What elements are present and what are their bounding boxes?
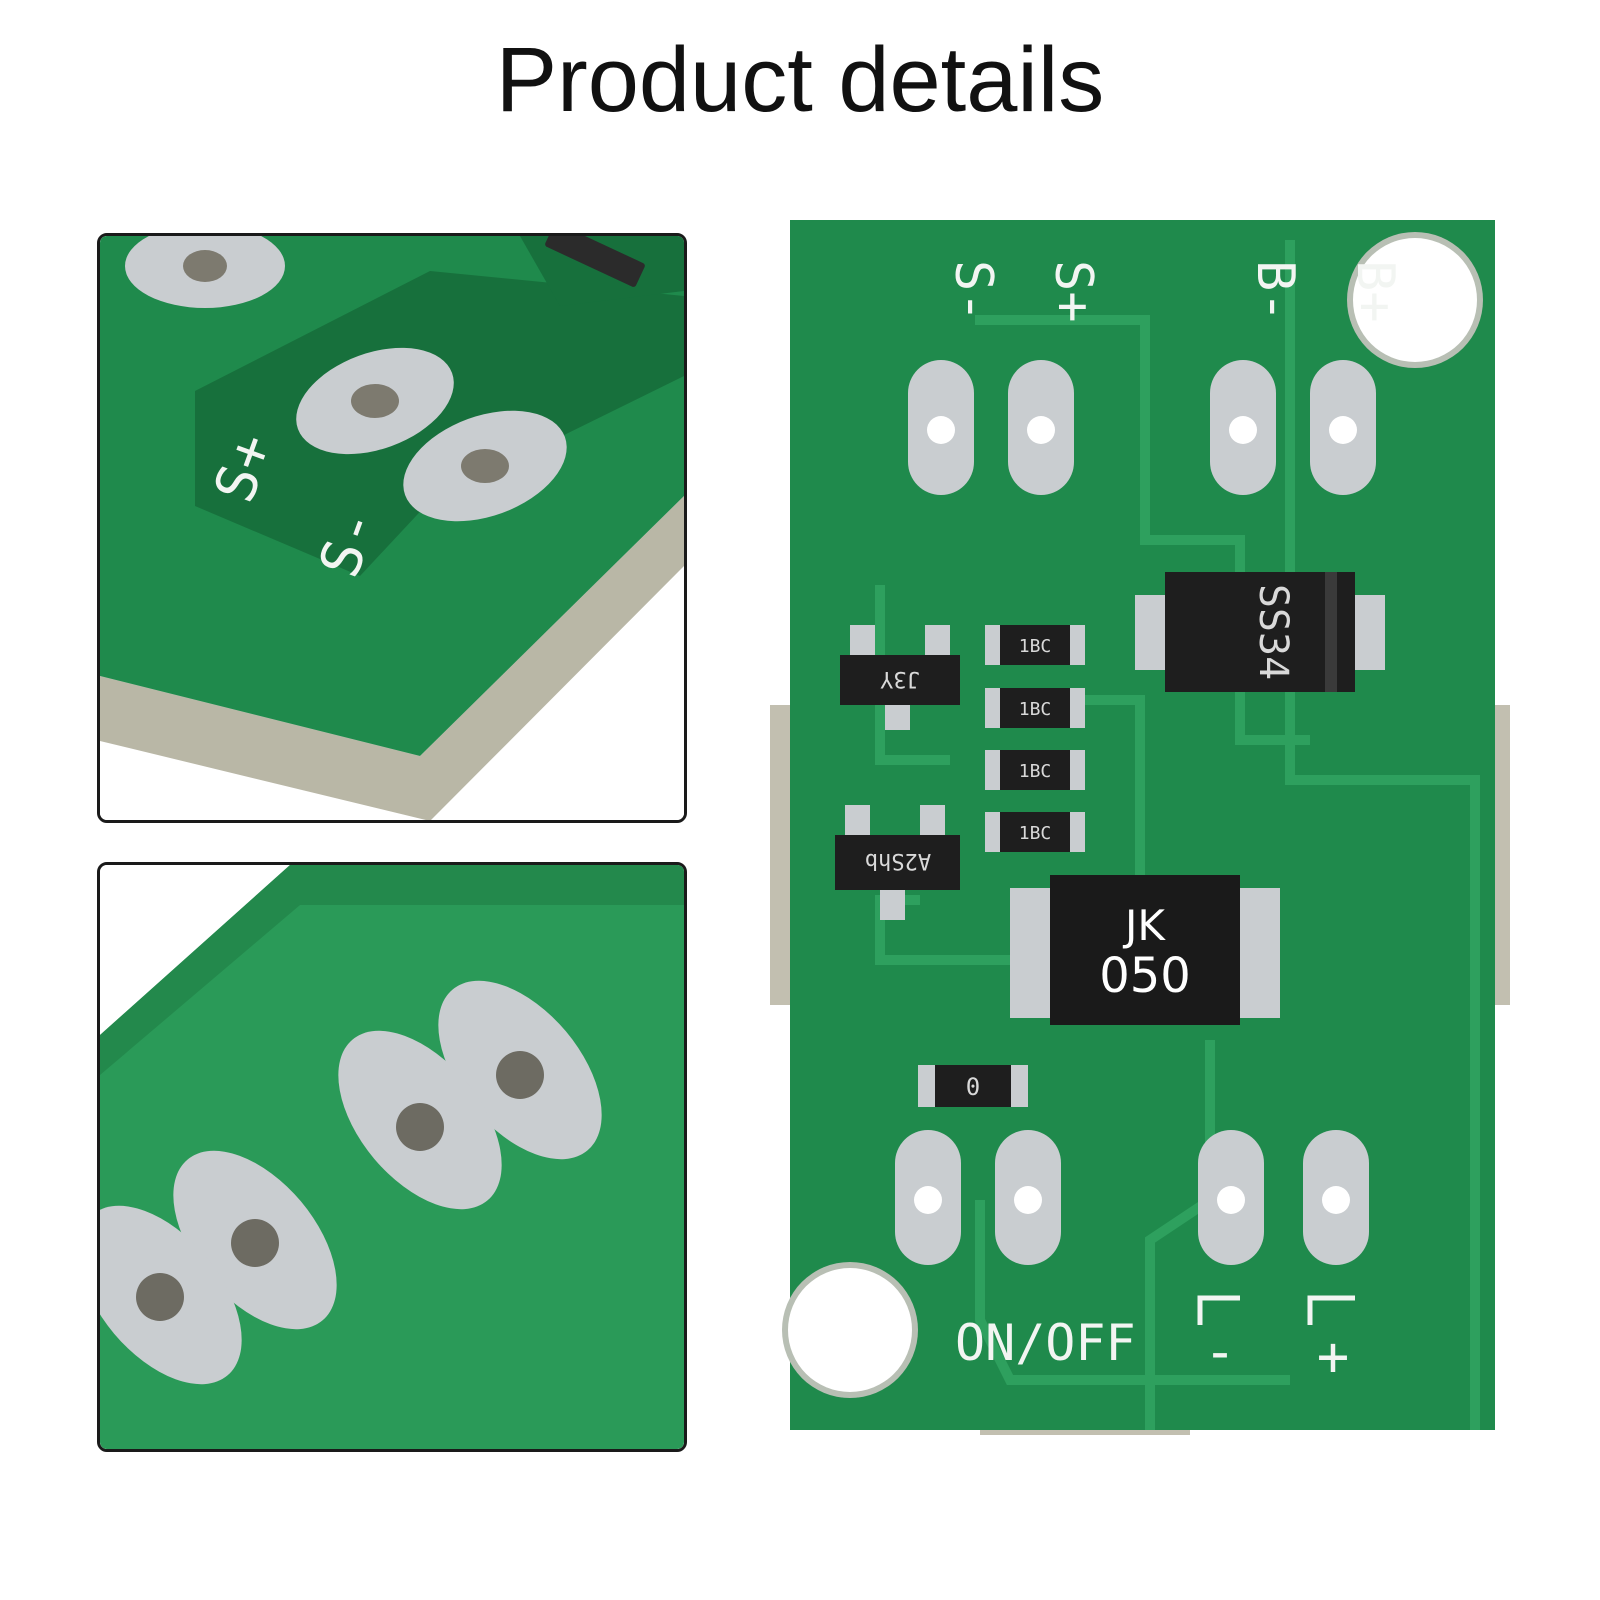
diode-ss34: SS34 bbox=[1135, 572, 1385, 692]
resistor-label-1: 1BC bbox=[1019, 636, 1052, 657]
diode-label: SS34 bbox=[1250, 584, 1296, 680]
pad-pair-upper bbox=[338, 980, 602, 1210]
resistor-array: 1BC 1BC 1BC 1BC bbox=[985, 625, 1085, 852]
pad-s-plus bbox=[296, 347, 454, 455]
label-s-plus: S+ bbox=[1043, 260, 1103, 323]
transistor-bottom-label: A2Shb bbox=[865, 848, 931, 873]
pcb-board-image: S- S+ B- B+ SS34 J3Y A2Shb bbox=[770, 220, 1510, 1435]
pad-top-left bbox=[125, 236, 285, 308]
bottom-pads bbox=[895, 1130, 1369, 1265]
pcb-closeup-bottom-image bbox=[100, 865, 684, 1449]
transistor-top: J3Y bbox=[840, 625, 960, 730]
zero-ohm-resistor: 0 bbox=[918, 1065, 1028, 1107]
transistor-bottom: A2Shb bbox=[835, 805, 960, 920]
resistor-label-2: 1BC bbox=[1019, 699, 1052, 720]
page-title: Product details bbox=[495, 29, 1105, 131]
fuse-label-bottom: 050 bbox=[1099, 948, 1191, 1004]
label-s-minus: S- bbox=[943, 260, 1003, 323]
label-b-minus: B- bbox=[1245, 260, 1305, 323]
resistor-label-3: 1BC bbox=[1019, 761, 1052, 782]
zero-resistor-label: 0 bbox=[966, 1073, 980, 1101]
label-minus: - bbox=[1204, 1320, 1237, 1383]
transistor-top-label: J3Y bbox=[880, 666, 920, 691]
smd-resistor-icon bbox=[545, 236, 645, 287]
top-pads bbox=[908, 360, 1376, 495]
detail-panel-top: S+ S- bbox=[97, 233, 687, 823]
fuse-jk050: JK 050 bbox=[1010, 875, 1280, 1025]
label-plus: + bbox=[1317, 1325, 1350, 1388]
label-b-plus: B+ bbox=[1345, 260, 1405, 323]
detail-panel-bottom bbox=[97, 862, 687, 1452]
pad-pair-lower bbox=[100, 1150, 337, 1385]
fuse-label-top: JK bbox=[1122, 901, 1166, 950]
pcb-edge bbox=[100, 496, 684, 820]
resistor-label-4: 1BC bbox=[1019, 823, 1052, 844]
pcb-closeup-top-image: S+ S- bbox=[100, 236, 684, 820]
label-on-off: ON/OFF bbox=[955, 1314, 1136, 1372]
pcb-main-board: S- S+ B- B+ SS34 J3Y A2Shb bbox=[770, 200, 1510, 1445]
pad-s-minus bbox=[403, 410, 567, 522]
